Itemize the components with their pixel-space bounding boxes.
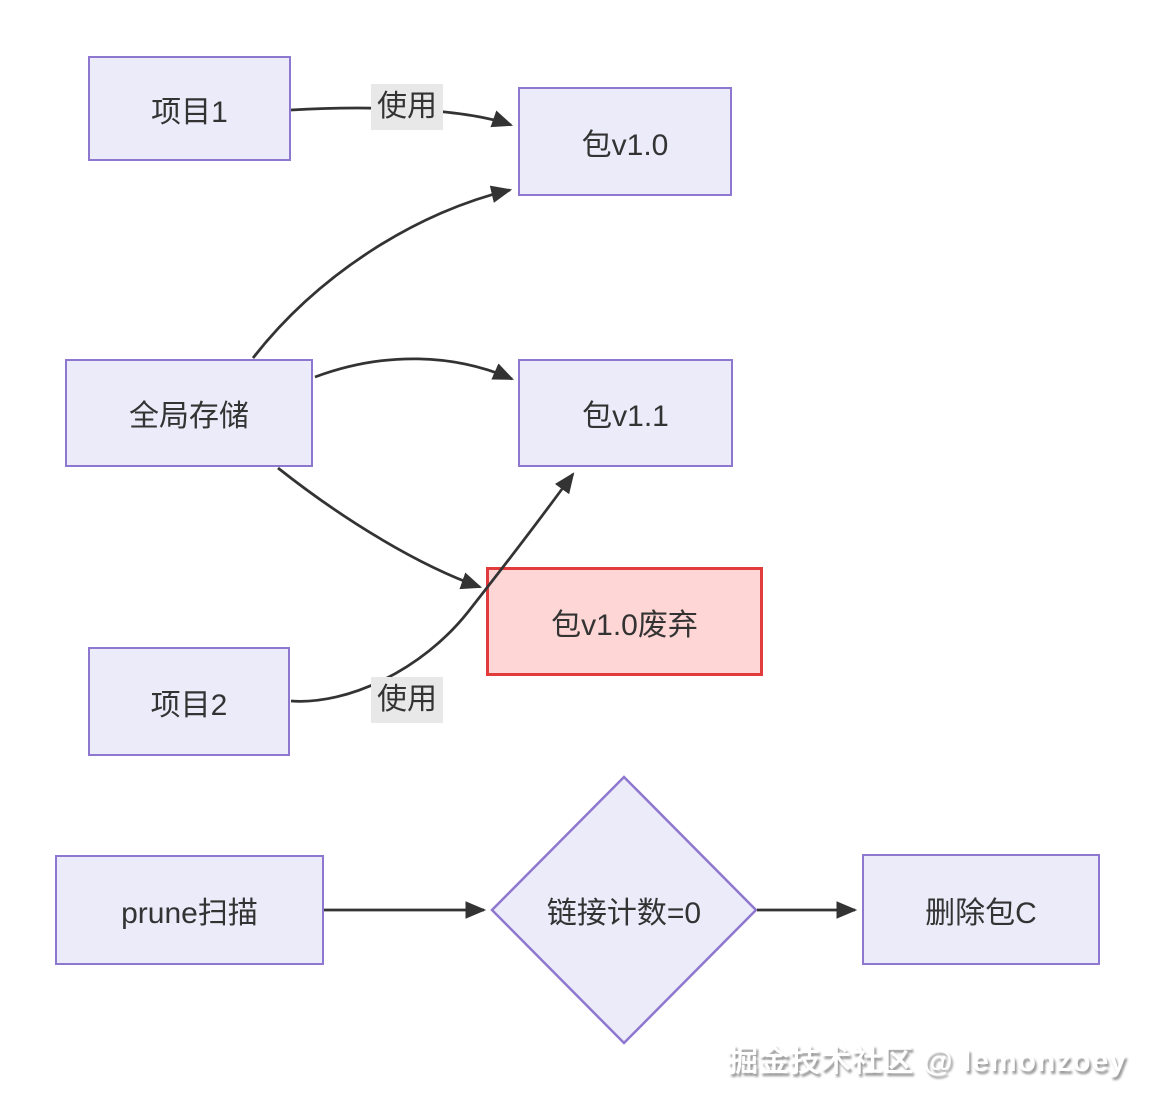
node-pkg-v1-0[interactable]: 包v1.0 <box>518 87 732 196</box>
node-pkg-v1-0-deprecated-label: 包v1.0废弃 <box>551 608 698 642</box>
node-prune-scan-label: prune扫描 <box>121 897 258 930</box>
node-project1[interactable]: 项目1 <box>88 56 291 161</box>
node-global-store-label: 全局存储 <box>129 400 249 433</box>
node-pkg-v1-1[interactable]: 包v1.1 <box>518 359 733 467</box>
node-delete-pkg-c[interactable]: 删除包C <box>862 854 1100 965</box>
node-project2-label: 项目2 <box>150 688 228 722</box>
node-link-count-zero[interactable]: 链接计数=0 <box>491 776 757 1044</box>
node-global-store[interactable]: 全局存储 <box>65 359 313 467</box>
node-pkg-v1-0-label: 包v1.0 <box>581 128 669 162</box>
node-pkg-v1-1-label: 包v1.1 <box>582 400 669 433</box>
edge-global-store-to-pkg-v1-0 <box>251 185 513 359</box>
node-link-count-zero-label: 链接计数=0 <box>546 897 702 930</box>
edge-label-use-1: 使用 <box>371 84 443 130</box>
edge-label-use-2: 使用 <box>371 677 443 723</box>
node-project2[interactable]: 项目2 <box>88 647 290 756</box>
node-pkg-v1-0-deprecated[interactable]: 包v1.0废弃 <box>486 567 763 676</box>
node-delete-pkg-c-label: 删除包C <box>925 896 1037 930</box>
node-project1-label: 项目1 <box>151 95 228 129</box>
edge-global-store-to-deprecated <box>277 466 483 590</box>
watermark: 掘金技术社区 @ lemonzoey <box>728 1045 1127 1078</box>
node-prune-scan[interactable]: prune扫描 <box>55 855 324 965</box>
edge-global-store-to-pkg-v1-1 <box>314 357 515 381</box>
